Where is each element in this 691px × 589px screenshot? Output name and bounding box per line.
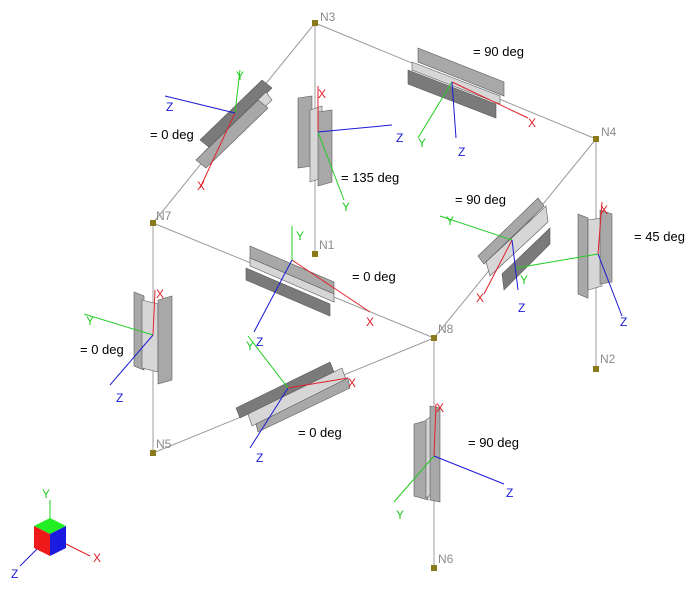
- local-y-label-n5-n8: Y: [246, 339, 254, 353]
- local-y-label-n7-n3: Y: [236, 69, 244, 83]
- local-z-label-n3-n1: Z: [396, 131, 403, 145]
- local-y-axis-n4-n2: [515, 253, 599, 269]
- local-z-axis-n7-n8: [253, 259, 293, 333]
- local-y-axis-n7-n5: [83, 313, 154, 336]
- local-y-axis-n8-n6: [393, 455, 435, 503]
- global-axis-cube[interactable]: Y X Z: [11, 487, 101, 581]
- angle-label-n4-n2: = 45 deg: [634, 229, 685, 244]
- local-z-axis-n7-n3: [164, 95, 236, 114]
- node-label-n5: N5: [156, 437, 172, 451]
- local-x-label-n3-n1: X: [318, 87, 326, 101]
- local-x-axis-n5-n8: [287, 377, 349, 389]
- local-y-label-n7-n5: Y: [86, 314, 94, 328]
- local-x-axis-n4-n8: [483, 239, 513, 295]
- local-y-axis-n7-n3: [234, 69, 241, 114]
- node-n6[interactable]: [431, 565, 437, 571]
- member-n4-n8[interactable]: [477, 197, 551, 291]
- local-z-label-n7-n3: Z: [166, 100, 173, 114]
- local-x-axis-n7-n5: [152, 289, 156, 336]
- member-sections: [133, 47, 613, 503]
- member-n5-n8[interactable]: [235, 361, 351, 433]
- local-y-axis-n3-n1: [317, 131, 345, 201]
- angle-labels: = 0 deg = 135 deg = 90 deg = 90 deg = 45…: [80, 44, 685, 450]
- local-z-label-n7-n5: Z: [116, 391, 123, 405]
- local-x-label-n4-n8: X: [476, 291, 484, 305]
- angle-label-n8-n6: = 90 deg: [468, 435, 519, 450]
- local-x-axis-n8-n6: [433, 403, 437, 457]
- member-n8-n6[interactable]: [413, 405, 441, 503]
- local-z-axis-n4-n2: [597, 253, 623, 317]
- node-n4[interactable]: [593, 136, 599, 142]
- local-z-axis-n3-n1: [317, 124, 393, 133]
- local-x-axis-n7-n3: [199, 112, 236, 189]
- local-x-axis-n3-n4: [451, 81, 529, 119]
- angle-label-n7-n3: = 0 deg: [150, 127, 194, 142]
- cube-side-face: [50, 526, 66, 556]
- node-n8[interactable]: [431, 335, 437, 341]
- global-y-label: Y: [42, 487, 50, 501]
- local-z-label-n8-n6: Z: [506, 486, 513, 500]
- node-label-n2: N2: [600, 352, 616, 366]
- node-label-n7: N7: [156, 209, 172, 223]
- angle-label-n7-n8: = 0 deg: [352, 269, 396, 284]
- global-x-label: X: [93, 551, 101, 565]
- local-x-axis-n4-n2: [597, 201, 603, 255]
- local-z-label-n3-n4: Z: [458, 145, 465, 159]
- local-z-axis-n8-n6: [433, 455, 505, 485]
- local-x-axis-n7-n8: [291, 259, 371, 313]
- local-x-label-n5-n8: X: [348, 376, 356, 390]
- local-x-label-n8-n6: X: [436, 401, 444, 415]
- local-z-axis-n4-n8: [511, 239, 519, 291]
- local-y-label-n8-n6: Y: [396, 508, 404, 522]
- member-n3-n4[interactable]: [407, 47, 505, 119]
- member-n4-n2[interactable]: [577, 209, 613, 299]
- angle-label-n5-n8: = 0 deg: [298, 425, 342, 440]
- local-z-axis-n3-n4: [451, 81, 457, 139]
- local-z-label-n4-n8: Z: [518, 301, 525, 315]
- local-z-axis-n5-n8: [249, 387, 289, 449]
- local-x-label-n4-n2: X: [600, 203, 608, 217]
- local-y-label-n4-n2: Y: [520, 273, 528, 287]
- node-label-n8: N8: [438, 322, 454, 336]
- local-z-axis-n7-n5: [109, 334, 154, 386]
- local-y-label-n4-n8: Y: [446, 214, 454, 228]
- angle-label-n7-n5: = 0 deg: [80, 342, 124, 357]
- local-x-label-n3-n4: X: [528, 116, 536, 130]
- angle-label-n4-n8: = 90 deg: [455, 192, 506, 207]
- local-y-label-n7-n8: Y: [296, 229, 304, 243]
- local-y-label-n3-n1: Y: [342, 200, 350, 214]
- local-y-axis-n4-n8: [439, 215, 513, 241]
- node-n2[interactable]: [593, 366, 599, 372]
- local-y-label-n3-n4: Y: [418, 136, 426, 150]
- member-n3-n1[interactable]: [297, 95, 333, 187]
- local-z-label-n7-n8: Z: [256, 335, 263, 349]
- node-n7[interactable]: [150, 220, 156, 226]
- member-lines: [152, 22, 597, 568]
- node-n5[interactable]: [150, 450, 156, 456]
- angle-label-n3-n1: = 135 deg: [341, 170, 399, 185]
- node-label-n1: N1: [319, 238, 335, 252]
- node-n1[interactable]: [312, 251, 318, 257]
- member-n7-n3[interactable]: [195, 79, 273, 169]
- local-x-label-n7-n3: X: [197, 179, 205, 193]
- cube-front-face: [34, 526, 50, 556]
- local-y-axis-n5-n8: [247, 335, 289, 389]
- local-x-label-n7-n5: X: [156, 287, 164, 301]
- node-n3[interactable]: [312, 20, 318, 26]
- global-z-label: Z: [11, 567, 18, 581]
- member-n7-n8[interactable]: [245, 245, 335, 317]
- local-y-axis-n3-n4: [417, 81, 453, 139]
- local-z-label-n5-n8: Z: [256, 451, 263, 465]
- member-n7-n5[interactable]: [133, 291, 173, 385]
- angle-label-n3-n4: = 90 deg: [473, 44, 524, 59]
- local-x-label-n7-n8: X: [366, 315, 374, 329]
- local-z-label-n4-n2: Z: [620, 315, 627, 329]
- node-label-n4: N4: [601, 125, 617, 139]
- node-label-n3: N3: [320, 10, 336, 24]
- node-label-n6: N6: [438, 552, 454, 566]
